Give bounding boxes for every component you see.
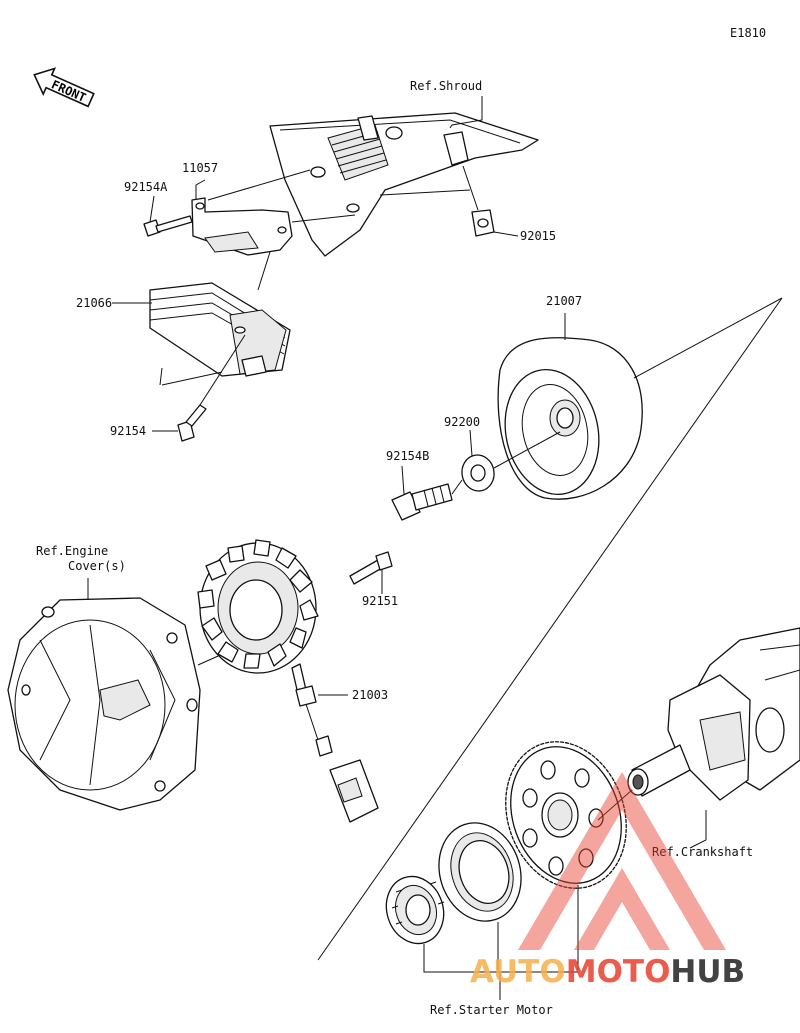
ref-crankshaft-label: Ref.Crankshaft [652,845,753,859]
part-label-21066: 21066 [76,296,112,310]
starter-clutch-ring [438,822,522,922]
clip-nut-92015 [471,209,495,237]
front-arrow-icon: FRONT [33,67,95,108]
one-way-clutch [385,875,445,945]
part-label-21007: 21007 [546,294,582,308]
part-label-92015: 92015 [520,229,556,243]
part-label-92200: 92200 [444,415,480,429]
bracket-11057 [191,197,293,256]
part-label-92151: 92151 [362,594,398,608]
watermark-hub: HUB [670,954,745,990]
automotohub-watermark-logo: AUTOMOTOHUB [470,772,745,990]
starter-gear [505,741,627,889]
shroud-bracket [269,112,539,257]
part-label-11057: 11057 [182,161,218,175]
ref-engine-cover-label-line2: Cover(s) [68,559,126,573]
stator-21003 [197,539,379,823]
ref-shroud-label: Ref.Shroud [410,79,482,93]
bolt-92154A [143,215,193,237]
svg-text:AUTOMOTOHUB: AUTOMOTOHUB [470,954,745,990]
bolt-92151 [349,551,393,585]
bolt-92154B [391,483,453,521]
ref-engine-cover-label-line1: Ref.Engine [36,544,108,558]
engine-cover [7,597,201,811]
watermark-moto: MOTO [566,954,671,990]
rotor-21007 [497,336,643,500]
watermark-auto: AUTO [470,954,566,990]
part-label-92154: 92154 [110,424,146,438]
part-label-92154A: 92154A [124,180,168,194]
washer-92200 [461,454,495,492]
figure-code: E1810 [730,26,766,40]
crankshaft [627,627,800,801]
bolt-92154 [177,404,207,442]
ref-starter-motor-label: Ref.Starter Motor [430,1003,553,1017]
part-label-21003: 21003 [352,688,388,702]
part-label-92154B: 92154B [386,449,429,463]
regulator-rectifier-21066 [149,282,291,377]
